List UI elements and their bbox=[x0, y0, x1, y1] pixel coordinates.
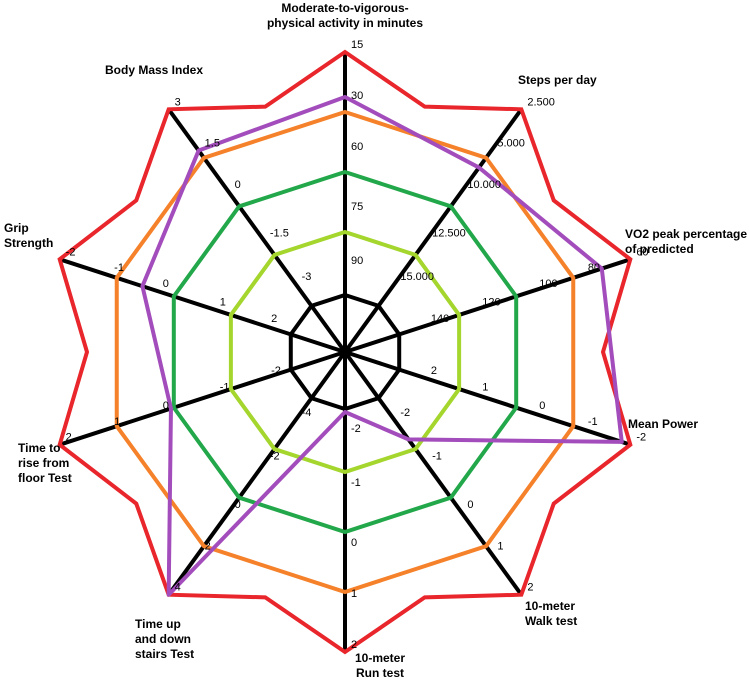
axis-label: Steps per day bbox=[518, 73, 597, 87]
tick-label: -1 bbox=[432, 451, 442, 463]
tick-label: 120 bbox=[482, 296, 500, 308]
tick-label: 1 bbox=[351, 588, 357, 600]
axis-label: Body Mass Index bbox=[105, 63, 203, 77]
axis-label: physical activity in minutes bbox=[267, 16, 423, 30]
tick-label: 1 bbox=[482, 382, 488, 394]
axis-spoke bbox=[59, 350, 346, 447]
tick-label: 4 bbox=[175, 582, 181, 594]
tick-label: 0 bbox=[163, 400, 169, 412]
axis-label: rise from bbox=[18, 456, 69, 470]
tick-label: 140 bbox=[431, 313, 449, 325]
axis-spoke bbox=[344, 257, 631, 354]
ring-3 bbox=[228, 229, 462, 475]
inner-ring bbox=[288, 292, 402, 412]
tick-label: 60 bbox=[636, 246, 648, 258]
axis-label: floor Test bbox=[18, 471, 72, 485]
axis-label: Run test bbox=[356, 666, 404, 680]
axis-label: Grip bbox=[4, 221, 29, 235]
tick-label: -2 bbox=[271, 365, 281, 377]
tick-label: 90 bbox=[351, 255, 363, 267]
tick-label: -2 bbox=[66, 246, 76, 258]
tick-label: -2 bbox=[400, 407, 410, 419]
tick-label: 0 bbox=[163, 278, 169, 290]
axis-label: Time up bbox=[135, 617, 181, 631]
axis-spoke bbox=[59, 257, 346, 354]
ring-1 bbox=[114, 109, 576, 595]
tick-label: -1.5 bbox=[270, 227, 289, 239]
ring-2 bbox=[171, 169, 519, 535]
axis-label: stairs Test bbox=[135, 647, 194, 661]
tick-label: 0 bbox=[351, 537, 357, 549]
axis-label: Mean Power bbox=[628, 417, 698, 431]
axis-label: and down bbox=[135, 632, 191, 646]
tick-label: 75 bbox=[351, 201, 363, 213]
tick-label: -3 bbox=[302, 271, 312, 283]
tick-label: -1 bbox=[220, 382, 230, 394]
tick-label: 0 bbox=[467, 499, 473, 511]
tick-label: 1 bbox=[114, 416, 120, 428]
tick-label: 15.000 bbox=[400, 271, 434, 283]
tick-label: 2 bbox=[527, 582, 533, 594]
tick-label: 2 bbox=[205, 540, 211, 552]
tick-label: 1 bbox=[220, 296, 226, 308]
axis-label: Strength bbox=[4, 236, 53, 250]
tick-label: 15 bbox=[351, 39, 363, 51]
tick-label: 0 bbox=[539, 400, 545, 412]
axis-label: Walk test bbox=[525, 614, 577, 628]
axis-label: of predicted bbox=[625, 242, 694, 256]
tick-label: 2 bbox=[431, 365, 437, 377]
axis-spoke bbox=[343, 108, 523, 354]
axis-label: 10-meter bbox=[525, 599, 575, 613]
axis-label: VO2 peak percentage bbox=[625, 227, 747, 241]
tick-label: 2 bbox=[66, 432, 72, 444]
outer-ring bbox=[57, 49, 633, 655]
tick-label: 0 bbox=[235, 499, 241, 511]
axis-spoke bbox=[343, 350, 523, 596]
tick-label: 100 bbox=[539, 278, 557, 290]
tick-label: 2 bbox=[271, 313, 277, 325]
axis-spoke bbox=[167, 108, 347, 354]
tick-label: 3 bbox=[175, 96, 181, 108]
axis-label: Moderate-to-vigorous- bbox=[281, 1, 408, 15]
tick-label: -2 bbox=[636, 432, 646, 444]
tick-label: -2 bbox=[351, 423, 361, 435]
tick-label: 5.000 bbox=[497, 138, 525, 150]
series-0 bbox=[140, 95, 624, 597]
tick-label: 30 bbox=[351, 90, 363, 102]
tick-label: 1 bbox=[497, 540, 503, 552]
tick-label: -1 bbox=[114, 262, 124, 274]
tick-label: 10.000 bbox=[467, 179, 501, 191]
tick-label: 2 bbox=[351, 639, 357, 651]
tick-label: -1 bbox=[588, 416, 598, 428]
tick-label: 80 bbox=[588, 262, 600, 274]
axis-spoke bbox=[344, 350, 631, 447]
tick-label: -1 bbox=[351, 477, 361, 489]
axis-label: 10-meter bbox=[355, 651, 405, 665]
tick-label: 12.500 bbox=[432, 227, 466, 239]
tick-label: -2 bbox=[270, 451, 280, 463]
tick-label: 0 bbox=[235, 179, 241, 191]
axis-label: Time to bbox=[18, 441, 60, 455]
tick-label: 60 bbox=[351, 141, 363, 153]
tick-label: -4 bbox=[302, 407, 312, 419]
axis-spoke bbox=[167, 350, 347, 596]
tick-label: 2.500 bbox=[527, 96, 555, 108]
tick-label: 1.5 bbox=[205, 138, 220, 150]
